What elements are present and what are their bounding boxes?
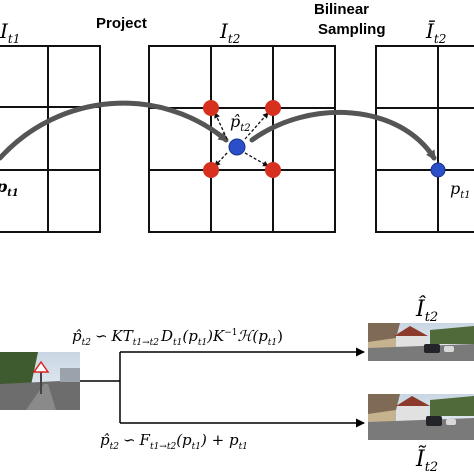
neighbor-dot-top-left	[203, 100, 219, 116]
grid-left	[0, 45, 101, 233]
neighbor-dot-bottom-left	[203, 162, 219, 178]
flow-lines	[80, 347, 365, 428]
project-label: Project	[96, 15, 147, 32]
sampling-arrow	[249, 109, 437, 161]
grid-mid	[148, 45, 336, 233]
sampling-label: Sampling	[318, 21, 386, 38]
grid-left-label: It1	[0, 19, 20, 46]
input-photo	[0, 352, 80, 410]
output-photo-top	[368, 323, 474, 361]
p-hat-label: p̂t2	[230, 112, 251, 134]
equation-flow: p̂t2∽Ft1→t2(pt1) + pt1	[100, 431, 248, 452]
output-top-label: Ît2	[415, 295, 438, 325]
neighbor-dot-bottom-right	[265, 162, 281, 178]
p-left-label: pt1	[0, 177, 19, 199]
bilinear-label: Bilinear	[314, 1, 369, 18]
output-photo-bottom	[368, 394, 474, 440]
grid-mid-label: It2	[219, 19, 240, 46]
sampled-point-dot	[430, 162, 446, 178]
grid-right	[375, 45, 474, 233]
output-bottom-label: Ĩt2	[415, 444, 438, 474]
project-arrow	[0, 100, 229, 161]
interpolation-arrows	[214, 112, 269, 167]
grid-right-label: Īt2	[425, 19, 446, 46]
projected-point-dot	[228, 138, 246, 156]
p-right-label: pt1	[450, 179, 471, 201]
neighbor-dot-top-right	[265, 100, 281, 116]
